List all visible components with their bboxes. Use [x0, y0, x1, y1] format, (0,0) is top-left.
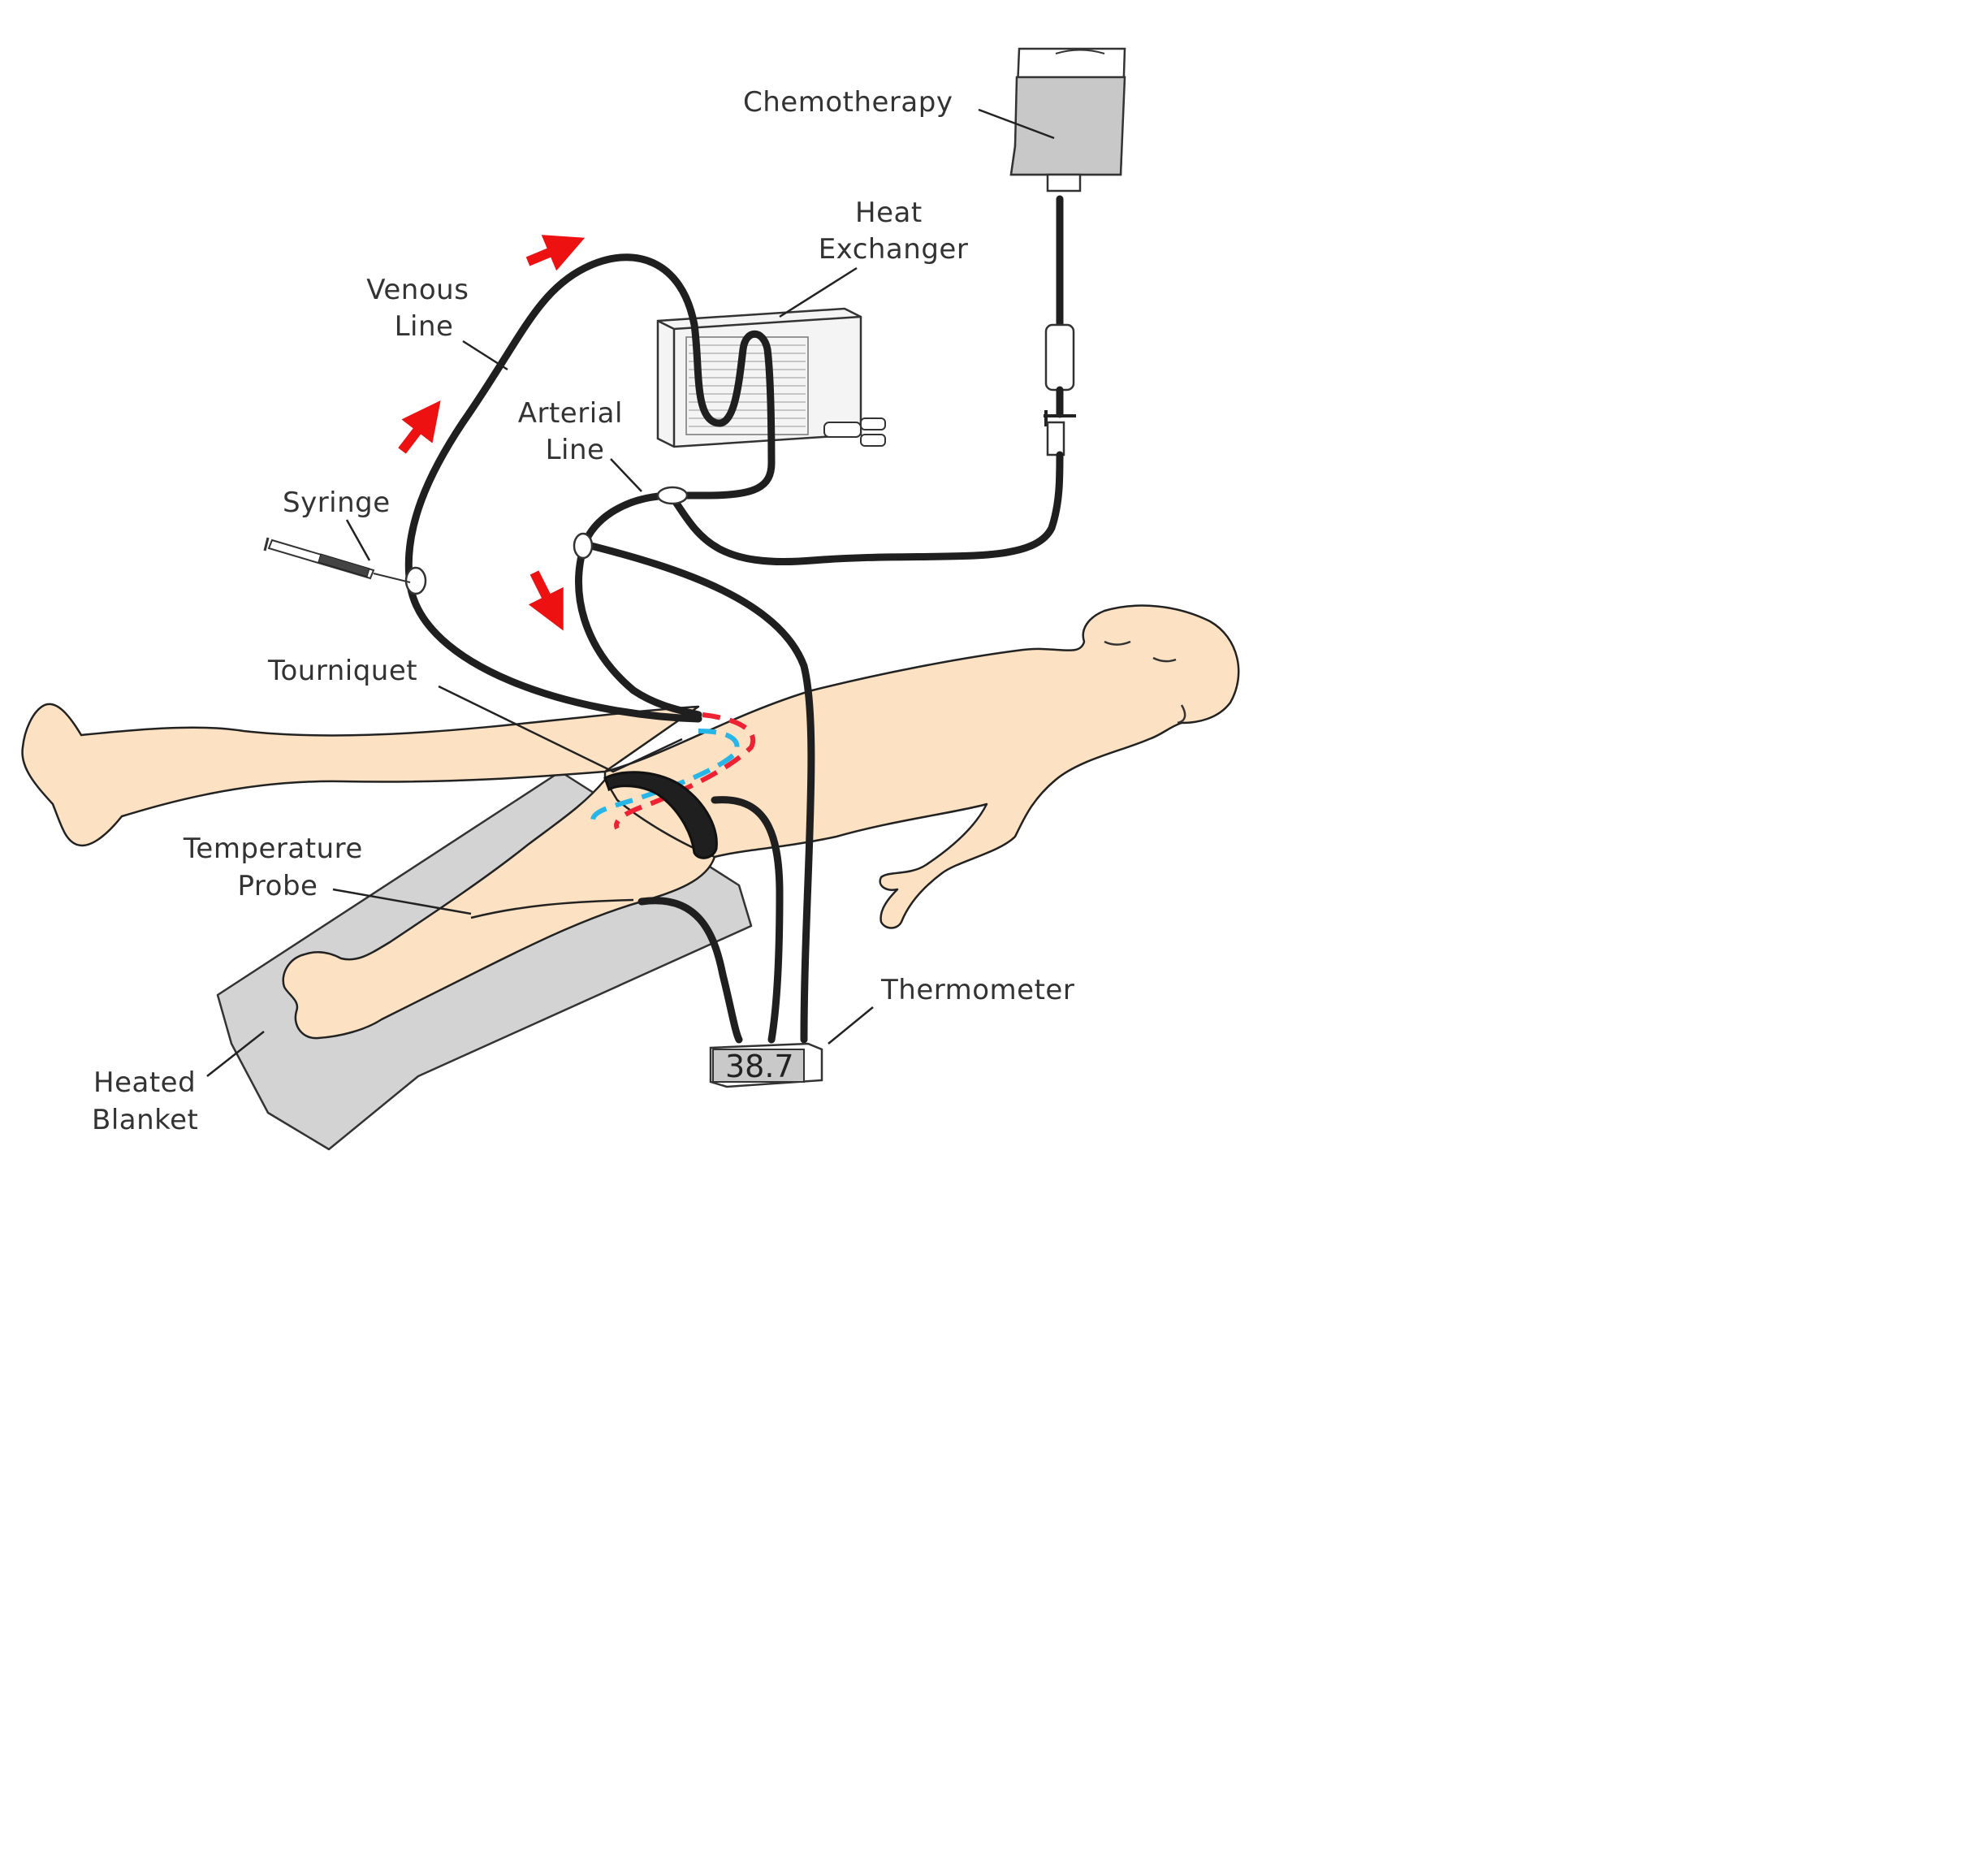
chemotherapy-bag	[1009, 47, 1126, 192]
label-arterial-line-line1: Arterial	[518, 397, 623, 430]
label-heat-exchanger-line2: Exchanger	[819, 233, 969, 266]
thermometer-readout: 38.7	[725, 1049, 794, 1084]
tourniquet	[603, 771, 718, 859]
label-syringe: Syringe	[283, 487, 391, 519]
label-temperature-probe: Temperature Probe	[183, 833, 372, 902]
thermometer-device: 38.7	[709, 1042, 823, 1088]
label-venous-line: Venous Line	[366, 274, 478, 343]
label-chemotherapy: Chemotherapy	[743, 86, 953, 119]
arterial-vessel-dashed	[614, 712, 755, 830]
label-heated-blanket-line2: Blanket	[92, 1104, 198, 1136]
label-heated-blanket: Heated Blanket	[92, 1066, 205, 1136]
label-venous-line-line1: Venous	[366, 274, 469, 306]
label-heat-exchanger-line1: Heat	[855, 197, 923, 229]
label-tourniquet: Tourniquet	[267, 655, 417, 687]
label-arterial-line: Arterial Line	[518, 397, 633, 466]
label-venous-line-line2: Line	[395, 310, 454, 343]
patient	[21, 604, 1240, 1040]
label-temperature-probe-line1: Temperature	[183, 833, 363, 865]
leader-lines	[206, 108, 1055, 1077]
label-thermometer: Thermometer	[880, 974, 1074, 1006]
venous-connector	[404, 566, 427, 595]
label-arterial-line-line2: Line	[546, 434, 605, 466]
syringe	[263, 537, 411, 583]
drip-chamber	[1044, 323, 1075, 391]
diagram-canvas: 38.7 Chemotherapy Heat Exchanger Venous …	[21, 47, 1240, 1151]
hilp-diagram: 38.7 Chemotherapy Heat Exchanger Venous …	[0, 0, 1260, 1179]
flow-arrows	[398, 235, 586, 631]
venous-vessel-dashed	[590, 729, 740, 821]
arterial-branch-connector	[573, 532, 594, 560]
label-heat-exchanger: Heat Exchanger	[819, 197, 969, 266]
label-temperature-probe-line2: Probe	[238, 870, 318, 902]
label-heated-blanket-line1: Heated	[93, 1066, 196, 1099]
arterial-connector	[656, 486, 689, 505]
